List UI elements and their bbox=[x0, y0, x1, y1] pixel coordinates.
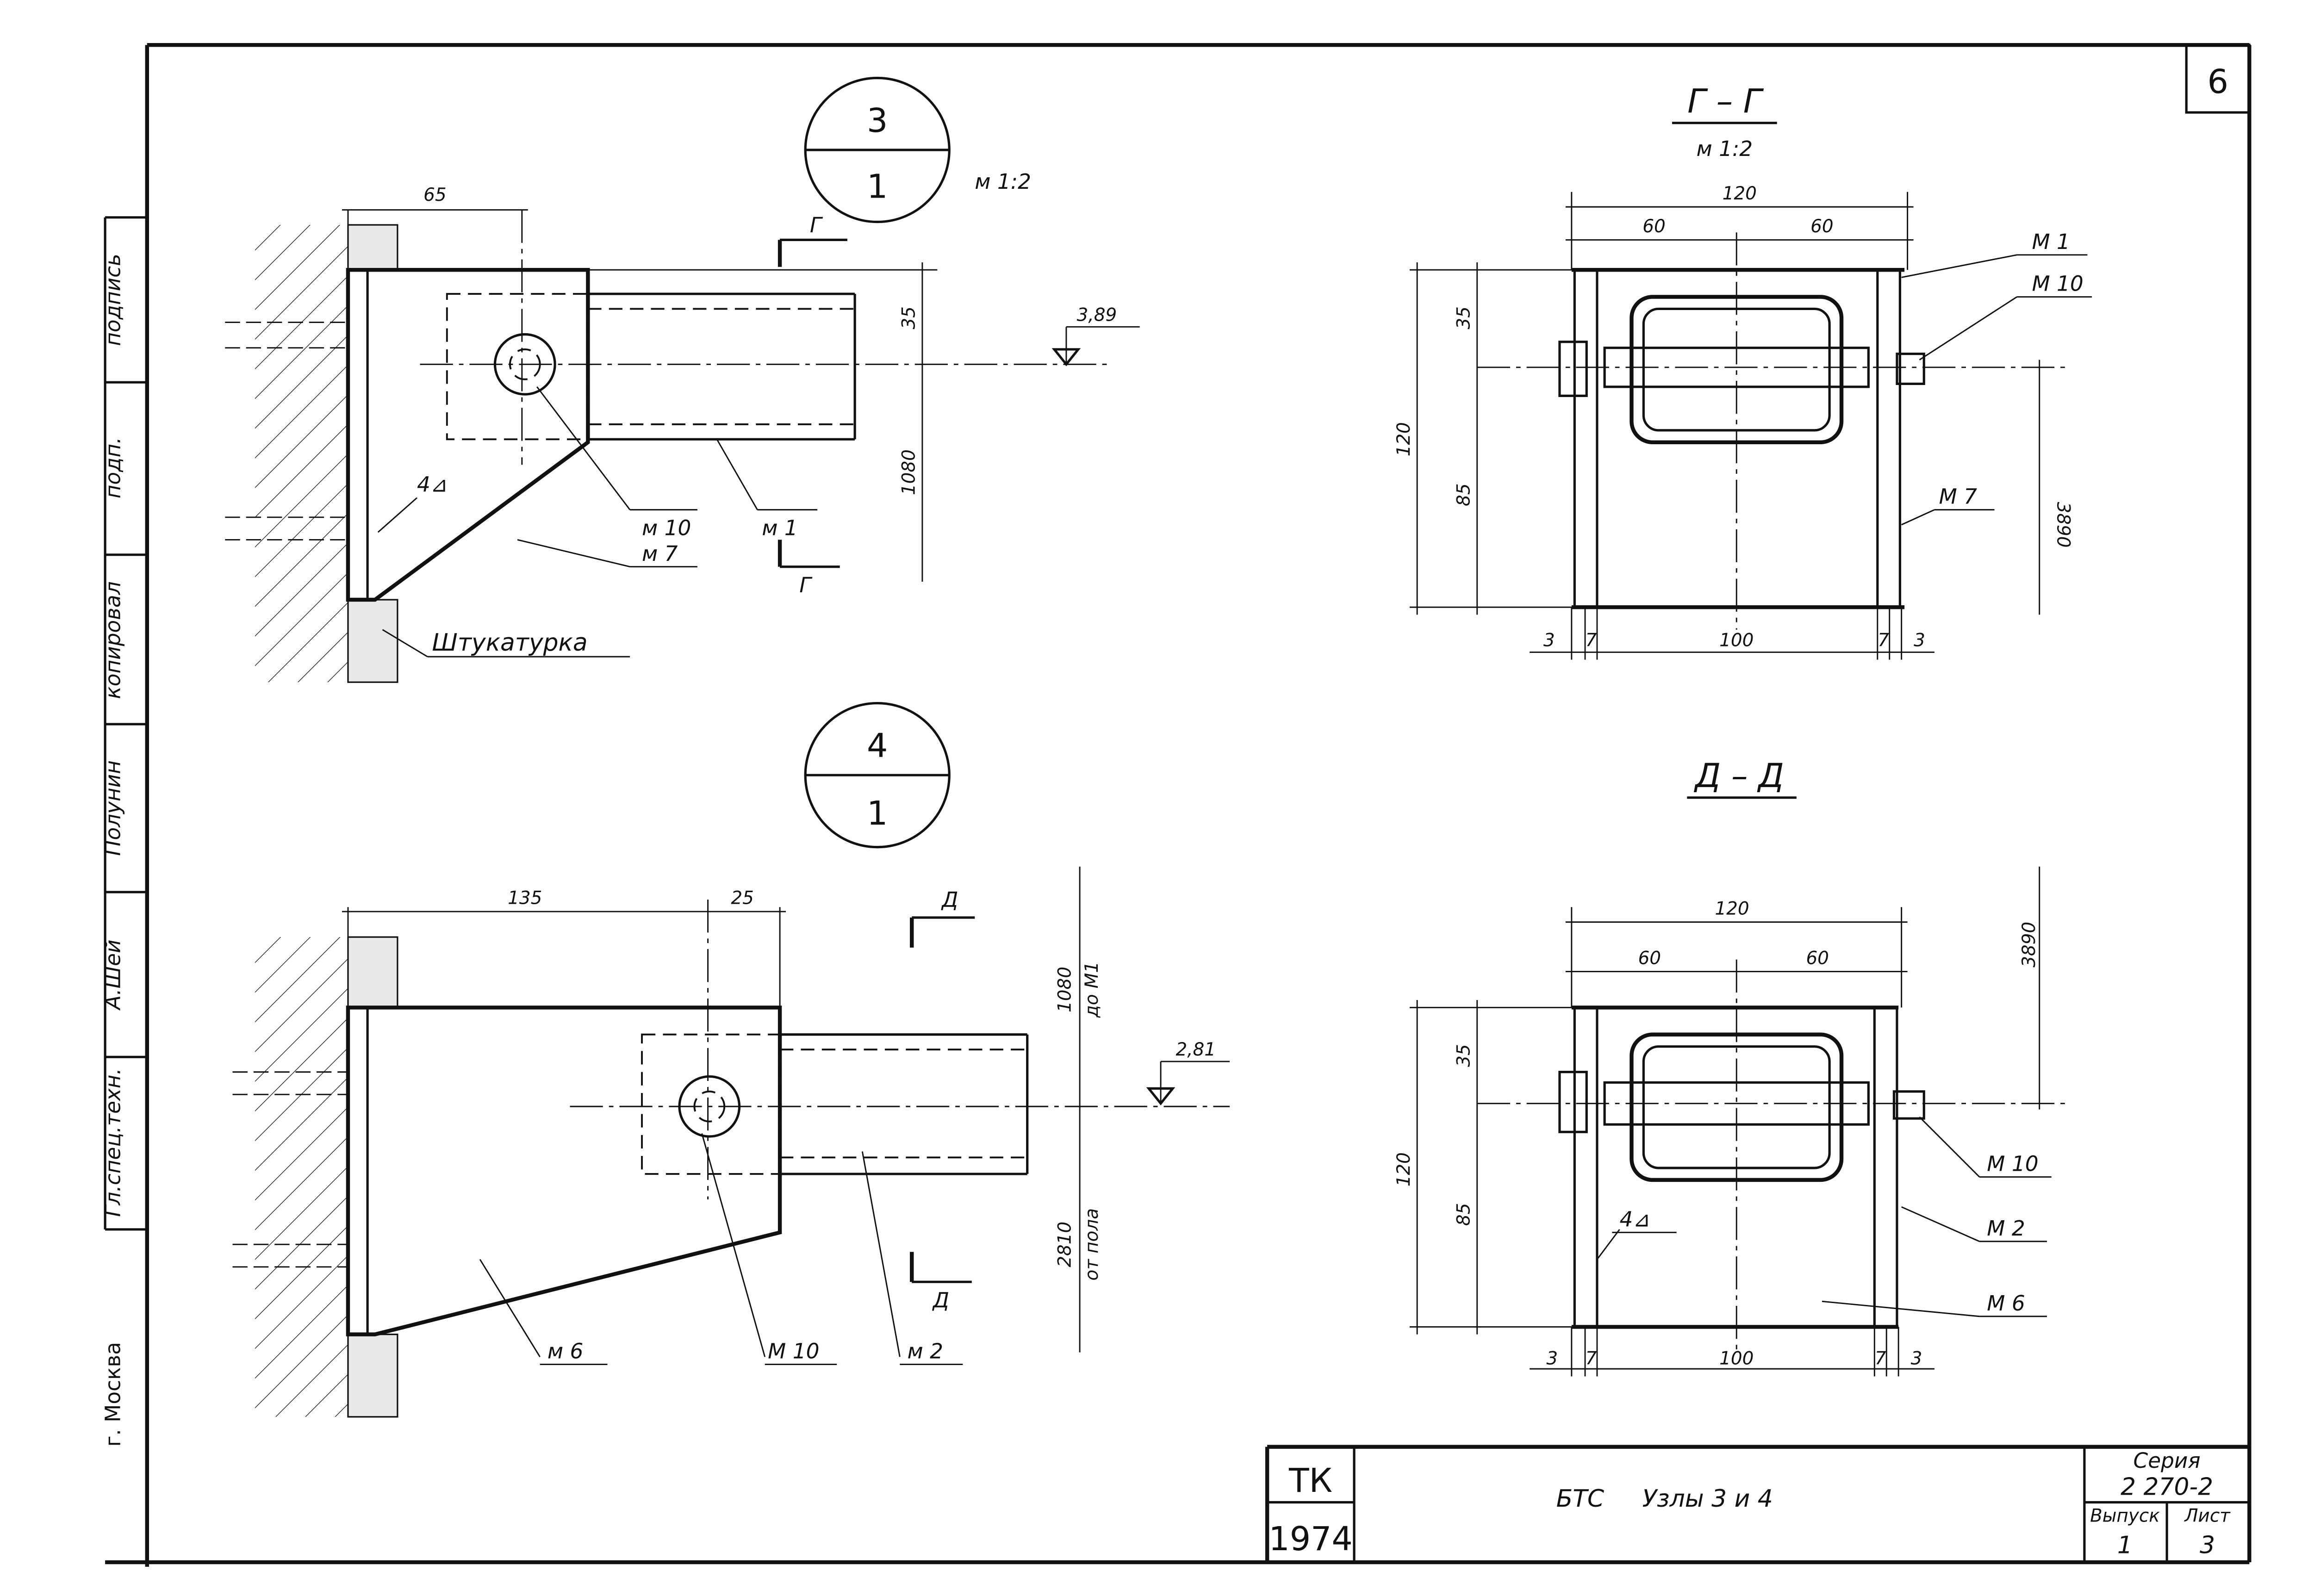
bracket-plate bbox=[346, 267, 590, 602]
dim-lower-note: от пола bbox=[1082, 1208, 1102, 1281]
dimension-text: 100 bbox=[1719, 630, 1754, 651]
sheet-frame: 6 bbox=[105, 43, 2252, 1567]
label-plate: М 6 bbox=[1987, 1291, 2025, 1316]
section-mark-d: Д Д bbox=[910, 888, 975, 1312]
sheet-label: Лист bbox=[2183, 1506, 2231, 1527]
dimension-text: 3 bbox=[1543, 630, 1555, 651]
drawing-title: БТС Узлы 3 и 4 bbox=[1556, 1485, 1773, 1513]
dimension-text: 120 bbox=[1715, 898, 1749, 919]
tube bbox=[588, 292, 856, 441]
section-mark-g: Г Г bbox=[778, 213, 847, 597]
tube-section bbox=[1630, 1032, 1844, 1182]
label-bolt: М 10 bbox=[1987, 1151, 2038, 1176]
title-block: ТК 1974 БТС Узлы 3 и 4 Серия 2 270-2 Вып… bbox=[1265, 1445, 2250, 1563]
issue-value: 1 bbox=[2117, 1532, 2133, 1559]
sheet-number: 6 bbox=[2208, 62, 2228, 101]
sheet-value: 3 bbox=[2200, 1532, 2215, 1559]
label-weld: 4⊿ bbox=[1620, 1207, 1651, 1231]
dimension-text: 60 bbox=[1810, 216, 1833, 237]
dimension-text: 120 bbox=[1393, 422, 1414, 456]
side-stamp: подпись подп. копировал Полунин А.Шей Гл… bbox=[100, 216, 147, 1447]
dimension-text: 2,81 bbox=[1176, 1039, 1216, 1060]
stamp-cell: копировал bbox=[100, 581, 125, 699]
level-mark: 3,89 bbox=[1051, 304, 1140, 366]
label-tube: М 2 bbox=[1987, 1216, 2025, 1241]
label-plate: м 7 bbox=[642, 541, 678, 566]
dim-upper: 1080 bbox=[1055, 967, 1076, 1012]
label-tube: М 1 bbox=[2032, 230, 2070, 254]
stamp-cell: подп. bbox=[100, 437, 125, 498]
node-4-view: 4 1 135 25 1080 до М1 2810 от пол bbox=[232, 702, 1230, 1418]
node-sheet: 1 bbox=[867, 794, 888, 832]
label-tube: м 2 bbox=[907, 1339, 943, 1363]
label-bolt: м 10 bbox=[642, 516, 691, 540]
wall-hatch bbox=[255, 937, 348, 1417]
label-tube: м 1 bbox=[762, 516, 798, 540]
issue-label: Выпуск bbox=[2090, 1506, 2160, 1527]
label-plaster: Штукатурка bbox=[432, 629, 587, 657]
stamp-city: г. Москва bbox=[100, 1342, 125, 1447]
stamp-cell: Полунин bbox=[100, 760, 125, 856]
label-bolt: М 10 bbox=[768, 1339, 819, 1363]
dimension-text: 3890 bbox=[2053, 502, 2074, 548]
dimension-text: 7 bbox=[1875, 1348, 1886, 1369]
dimension-text: 120 bbox=[1393, 1152, 1414, 1186]
dimension-text: Д bbox=[941, 888, 958, 912]
level-mark: 2,81 bbox=[1146, 1039, 1230, 1105]
dimension-text: 60 bbox=[1642, 216, 1665, 237]
dimension-text: Д bbox=[932, 1288, 949, 1312]
section-title: Д – Д bbox=[1694, 757, 1784, 795]
dim-upper-note: до М1 bbox=[1082, 962, 1102, 1018]
plaster bbox=[347, 224, 398, 271]
series-value: 2 270-2 bbox=[2121, 1473, 2213, 1501]
dimension-text: 3890 bbox=[2019, 922, 2040, 968]
stamp-cell: подпись bbox=[100, 254, 125, 346]
label-bolt: М 10 bbox=[2032, 272, 2084, 296]
dimension-text: 85 bbox=[1454, 483, 1474, 506]
section-scale: м 1:2 bbox=[1696, 137, 1753, 161]
dim-v2: 1080 bbox=[899, 449, 920, 495]
series-label: Серия bbox=[2134, 1448, 2201, 1473]
section-g-view: Г – Г м 1:2 120 60 60 120 35 85 bbox=[1393, 82, 2092, 660]
dim-right: 25 bbox=[731, 888, 753, 909]
node-3-view: 3 1 м 1:2 65 35 1080 bbox=[225, 76, 1140, 683]
dimension-text: Г bbox=[799, 573, 813, 597]
bracket-plate bbox=[346, 1006, 782, 1336]
dimension-text: 35 bbox=[1454, 1044, 1474, 1067]
dimension-text: 60 bbox=[1806, 948, 1829, 969]
dimension-text: Г bbox=[810, 213, 823, 237]
stamp-cell: Гл.спец.техн. bbox=[100, 1068, 125, 1217]
dimension-text: 7 bbox=[1878, 630, 1889, 651]
dimension-text: 3 bbox=[1546, 1348, 1558, 1369]
dimension-text: 85 bbox=[1454, 1203, 1474, 1226]
dimension-text: 3,89 bbox=[1077, 304, 1117, 325]
dim-left: 135 bbox=[508, 888, 542, 909]
section-d-view: Д – Д 120 60 60 120 35 85 3 7 bbox=[1393, 757, 2070, 1377]
dimension-text: 35 bbox=[1454, 306, 1474, 329]
dimension-text: 7 bbox=[1586, 1348, 1597, 1369]
dim-top: 65 bbox=[423, 185, 446, 205]
title-org: ТК bbox=[1288, 1461, 1332, 1500]
dimension-text: 60 bbox=[1638, 948, 1661, 969]
node-number: 4 bbox=[867, 727, 888, 765]
title-year: 1974 bbox=[1269, 1520, 1352, 1558]
dimension-text: 120 bbox=[1723, 183, 1757, 204]
dimension-text: 3 bbox=[1914, 630, 1925, 651]
label-weld: 4⊿ bbox=[417, 472, 448, 497]
node-number: 3 bbox=[867, 101, 888, 140]
label-plate: М 7 bbox=[1939, 484, 1978, 509]
dim-v1: 35 bbox=[899, 306, 920, 329]
label-plate: м 6 bbox=[547, 1339, 584, 1363]
dim-lower: 2810 bbox=[1055, 1222, 1076, 1267]
node-sheet: 1 bbox=[867, 168, 888, 206]
dimension-text: 100 bbox=[1719, 1348, 1754, 1369]
tube bbox=[780, 1033, 1029, 1175]
dimension-text: 3 bbox=[1911, 1348, 1922, 1369]
tube-section bbox=[1630, 295, 1844, 445]
section-title: Г – Г bbox=[1687, 82, 1764, 120]
dimension-text: 7 bbox=[1586, 630, 1597, 651]
stamp-cell: А.Шей bbox=[100, 939, 125, 1011]
node-scale: м 1:2 bbox=[975, 169, 1031, 194]
wall-hatch bbox=[255, 225, 348, 683]
